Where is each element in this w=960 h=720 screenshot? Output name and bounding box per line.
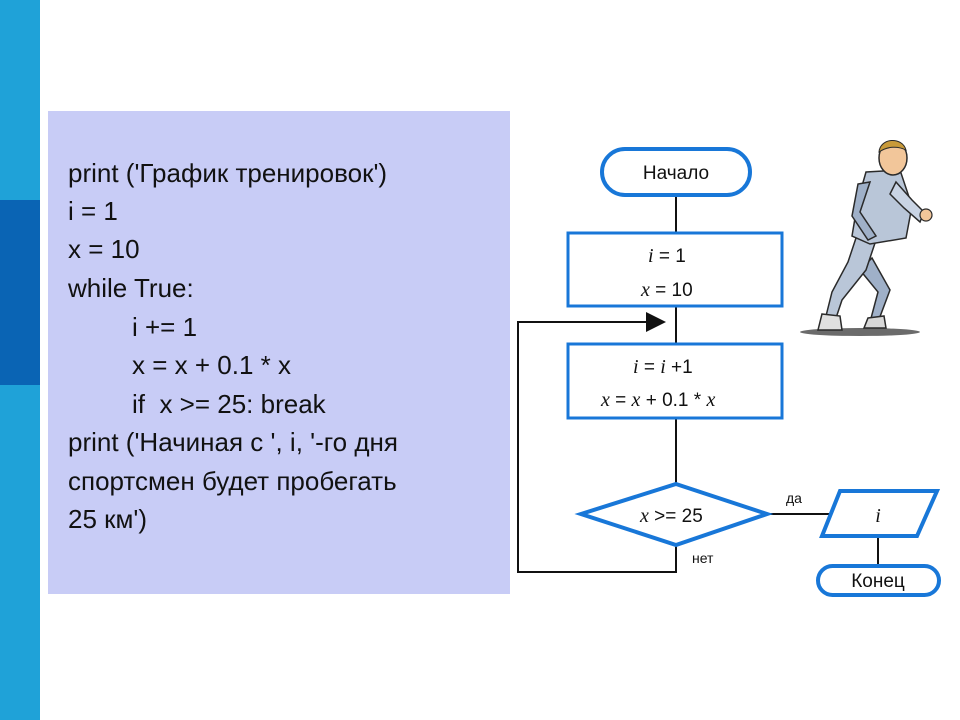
output-parallelogram xyxy=(819,489,941,538)
code-line-9: спортсмен будет пробегать xyxy=(68,466,397,496)
init-line-i: i = 1 xyxy=(648,245,686,267)
code-line-10: 25 км') xyxy=(68,504,148,534)
athlete-hair xyxy=(878,140,907,153)
code-panel xyxy=(48,111,510,594)
yes-branch-label: да xyxy=(786,490,802,506)
init-line-x: x = 10 xyxy=(640,279,693,301)
code-line-6: x = x + 0.1 * x xyxy=(132,350,291,380)
athlete-back-arm xyxy=(851,181,878,241)
output-label: i xyxy=(875,505,881,527)
code-line-7: if x >= 25: break xyxy=(132,389,326,419)
condition-label: x >= 25 xyxy=(639,505,703,527)
athlete-fist xyxy=(919,208,933,222)
athlete-back-shoe xyxy=(862,315,887,329)
condition-diamond xyxy=(574,481,774,548)
loop-back-arrow xyxy=(517,312,677,573)
end-label: Конец xyxy=(851,571,905,592)
init-process-box xyxy=(566,231,784,308)
body-line-i: i = i +1 xyxy=(633,356,693,378)
end-terminator xyxy=(816,564,941,597)
code-line-1: print ('График тренировок') xyxy=(68,158,388,188)
start-label: Начало xyxy=(643,163,709,184)
body-line-x: x = x + 0.1 * x xyxy=(600,389,715,411)
running-athlete-illustration xyxy=(800,140,933,336)
left-accent-bar-highlight xyxy=(0,200,40,385)
code-line-8: print ('Начиная с ', i, '-го дня xyxy=(68,427,398,457)
start-terminator xyxy=(600,147,752,197)
no-branch-label: нет xyxy=(692,550,714,566)
code-line-4: while True: xyxy=(68,273,194,303)
athlete-front-shoe xyxy=(817,313,843,331)
loop-body-process-box xyxy=(566,342,784,420)
code-line-2: i = 1 xyxy=(68,196,118,226)
code-line-5: i += 1 xyxy=(132,312,198,342)
code-line-3: x = 10 xyxy=(68,234,140,264)
athlete-front-arm xyxy=(889,180,925,224)
